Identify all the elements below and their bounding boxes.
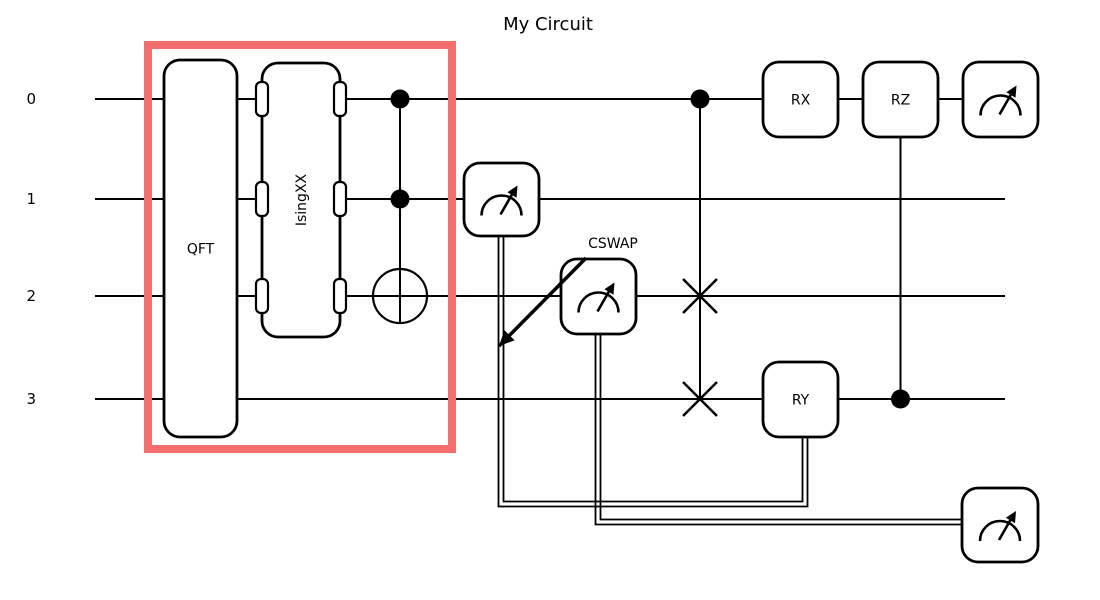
classical-line [599, 334, 963, 521]
gate-rz: RZ [861, 60, 940, 139]
arrowhead [507, 185, 518, 198]
arrowhead [604, 282, 615, 295]
gate-rx-label: RX [791, 92, 811, 108]
classical-wire-b [594, 334, 963, 526]
meter-arc [979, 94, 1022, 116]
control-dot [390, 189, 410, 209]
cnot-target [371, 267, 429, 325]
wire-notch [332, 80, 348, 118]
arrowhead [499, 330, 515, 346]
meter-needle [998, 92, 1013, 116]
meter-needle [596, 289, 611, 313]
meter-frame [961, 60, 1040, 139]
highlight-box [144, 41, 456, 453]
crz-control-line [891, 137, 910, 409]
control-dot [891, 389, 910, 409]
wire-3: 3 [26, 390, 1005, 408]
wire-1: 1 [26, 190, 1005, 208]
elements-layer: QFT IsingXX RX RZ RY CSWAP [144, 41, 1040, 564]
gate-isingxx: IsingXX [254, 61, 348, 339]
wire-notch [254, 277, 270, 315]
meter-frame [960, 486, 1040, 564]
meter-arc [577, 291, 620, 313]
meter-needle [499, 192, 514, 216]
wire-notch [332, 277, 348, 315]
highlight-rect [144, 41, 456, 453]
gate-frame [761, 360, 840, 439]
swap-cross [682, 381, 718, 417]
control-dot [390, 89, 410, 109]
gate-frame [761, 60, 840, 139]
meter-frame [559, 257, 638, 336]
meter-arc [978, 519, 1022, 542]
gate-rz-label: RZ [891, 92, 910, 108]
mid-measure-wire2 [559, 257, 638, 336]
gate-rx: RX [761, 60, 840, 139]
wire-label-2: 2 [26, 287, 36, 305]
wire-notch [254, 180, 270, 218]
classical-wire-a [497, 236, 809, 508]
gate-frame [162, 58, 239, 439]
meter-frame [462, 161, 541, 238]
wire-notch [332, 180, 348, 218]
gate-qft: QFT [162, 58, 239, 439]
gate-ry-label: RY [792, 392, 810, 408]
figure-title: My Circuit [503, 14, 593, 35]
classical-line [497, 236, 809, 508]
final-measure-wire0 [961, 60, 1040, 139]
classical-line [594, 334, 963, 526]
gate-frame [861, 60, 940, 139]
cswap-annotation: CSWAP [497, 236, 638, 348]
classical-line [502, 236, 804, 503]
swap-cross [682, 278, 718, 314]
gate-qft-label: QFT [187, 241, 215, 257]
wire-label-1: 1 [26, 190, 36, 208]
control-dot [690, 89, 710, 109]
cswap-gate [682, 89, 718, 417]
toffoli-gate [371, 89, 429, 325]
wire-0: 0 [26, 90, 1005, 108]
classical-measure [960, 486, 1040, 564]
wire-label-3: 3 [26, 390, 36, 408]
annotation-label: CSWAP [588, 236, 638, 252]
wire-label-0: 0 [26, 90, 36, 108]
annotation-arrow-line [497, 256, 588, 348]
wire-notch [254, 80, 270, 118]
meter-arc [480, 194, 523, 216]
arrowhead [1006, 85, 1017, 98]
meter-needle [997, 518, 1013, 541]
wires-layer: 0 1 2 3 [26, 90, 1005, 408]
gate-ry: RY [761, 360, 840, 439]
mid-measure-wire1 [462, 161, 541, 238]
arrowhead [1005, 511, 1016, 524]
gate-isingxx-label: IsingXX [294, 173, 310, 226]
